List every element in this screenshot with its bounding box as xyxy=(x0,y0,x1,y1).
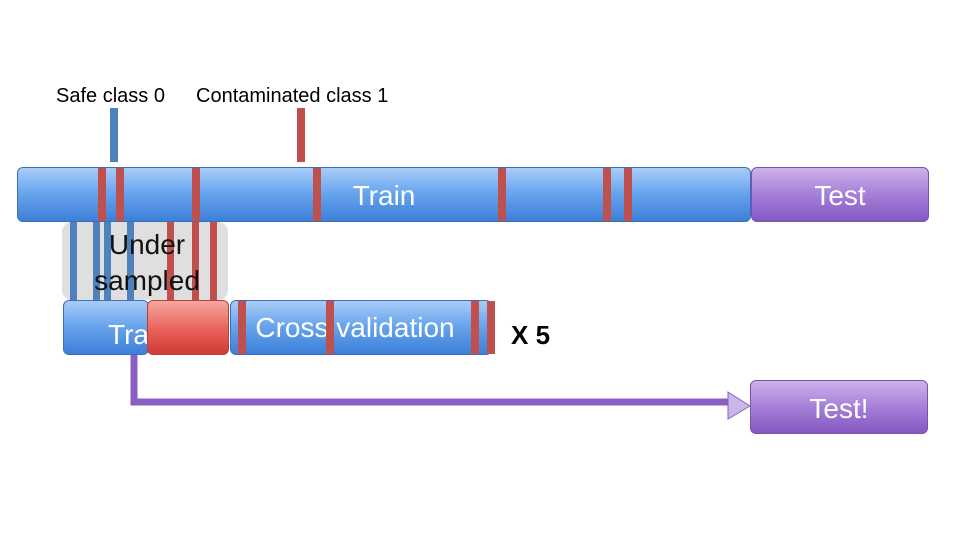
undersampled-box xyxy=(62,222,228,300)
undersampled-class1-bar xyxy=(147,300,229,355)
sample-marker xyxy=(93,222,100,302)
sample-marker xyxy=(326,301,334,354)
sample-marker xyxy=(624,168,632,221)
sample-marker xyxy=(116,168,124,221)
sample-marker xyxy=(70,222,77,302)
sample-marker xyxy=(127,222,134,302)
legend-safe-marker xyxy=(110,108,118,162)
sample-marker xyxy=(238,301,246,354)
cross-validation-bar: Cross validation xyxy=(230,300,492,355)
sample-marker xyxy=(98,168,106,221)
legend-safe-label: Safe class 0 xyxy=(56,85,165,107)
sample-marker xyxy=(167,222,174,302)
main-train-label: Train xyxy=(352,180,416,211)
sample-marker xyxy=(603,168,611,221)
sample-marker xyxy=(487,301,495,354)
legend-contaminated-marker xyxy=(297,108,305,162)
cross-validation-label: Cross validation xyxy=(255,312,455,343)
sample-marker xyxy=(192,222,199,302)
sample-marker xyxy=(210,222,217,302)
repeat-count-label: X 5 xyxy=(511,320,551,350)
sample-marker xyxy=(471,301,479,354)
final-test-bar: Test! xyxy=(750,380,928,434)
sample-marker xyxy=(192,168,200,221)
main-test-label: Test xyxy=(814,180,866,211)
undersampled-label-line2: sampled xyxy=(94,265,200,296)
undersampled-label-line1: Under xyxy=(108,229,186,260)
sample-marker xyxy=(498,168,506,221)
legend-contaminated-label: Contaminated class 1 xyxy=(196,85,389,107)
sample-marker xyxy=(313,168,321,221)
main-test-bar: Test xyxy=(751,167,929,222)
sample-marker xyxy=(104,222,111,302)
final-test-label: Test! xyxy=(809,393,869,424)
